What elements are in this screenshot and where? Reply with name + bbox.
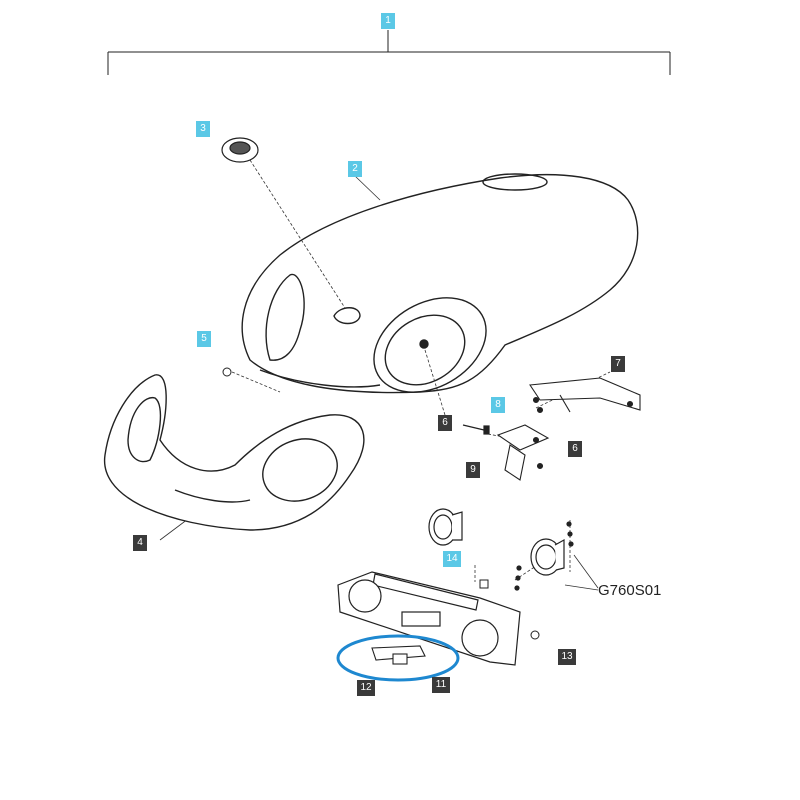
bracket-part-9 [496, 424, 550, 481]
callout-6a: 6 [438, 415, 452, 431]
lamp-part-left [428, 508, 463, 546]
callout-13: 13 [558, 649, 576, 665]
washer-part [530, 630, 540, 640]
emblem-part [221, 137, 259, 163]
lamp-part-right [514, 521, 574, 591]
clip-part [371, 645, 426, 665]
callout-4: 4 [133, 535, 147, 551]
grille-housing-part [103, 374, 365, 531]
headlight-frame-part [337, 571, 521, 666]
bracket-part-7 [529, 377, 641, 414]
diagram-code: G760S01 [598, 582, 662, 599]
nut-part [222, 367, 232, 377]
callout-2: 2 [348, 161, 362, 177]
callout-9: 9 [466, 462, 480, 478]
highlight-ring [336, 634, 460, 682]
assembly-bracket [107, 30, 671, 75]
callout-1: 1 [381, 13, 395, 29]
callout-12: 12 [357, 680, 375, 696]
callout-3: 3 [196, 121, 210, 137]
screw-part [462, 424, 490, 435]
callout-5: 5 [197, 331, 211, 347]
callout-6b: 6 [568, 441, 582, 457]
callout-7: 7 [611, 356, 625, 372]
hood-part [241, 173, 639, 394]
bolt-part [479, 579, 489, 589]
callout-14: 14 [443, 551, 461, 567]
callout-11: 11 [432, 677, 450, 693]
callout-8: 8 [491, 397, 505, 413]
